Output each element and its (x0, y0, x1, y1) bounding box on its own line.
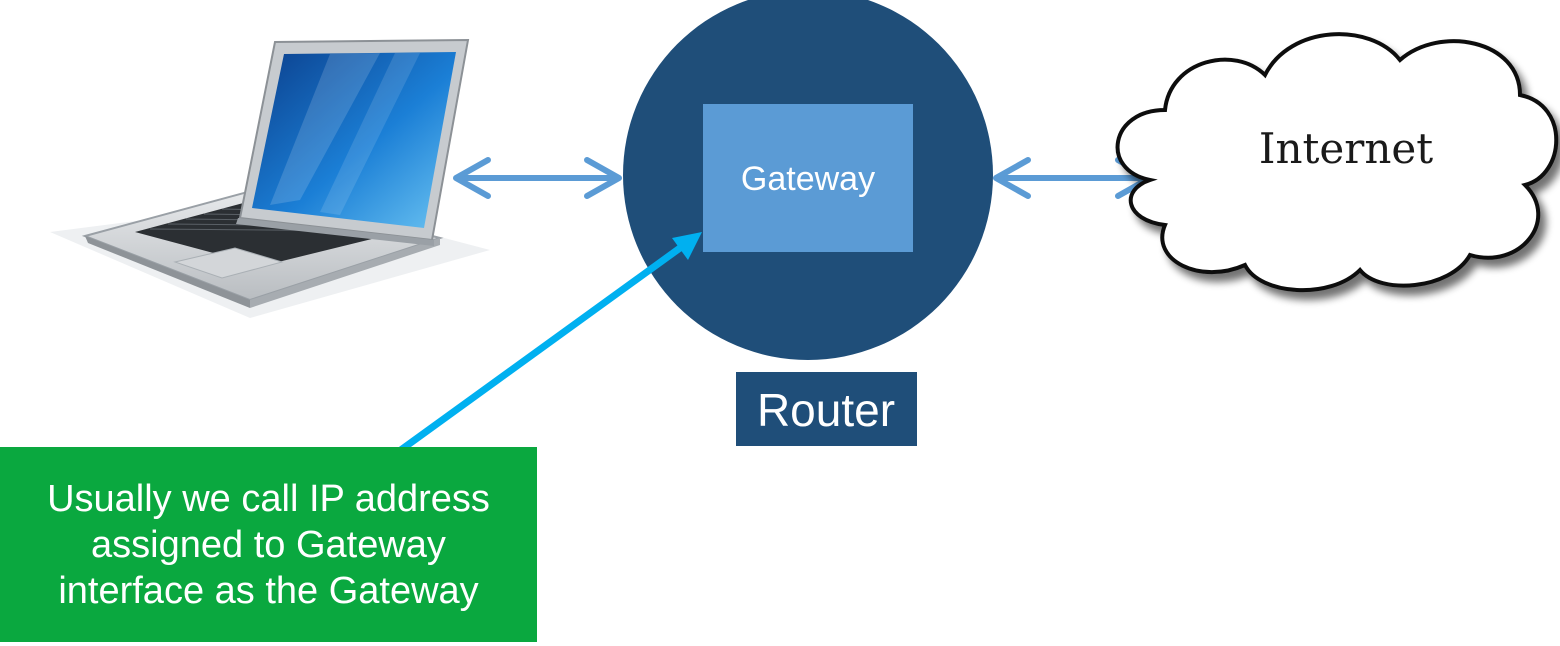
note-line: assigned to Gateway (91, 523, 446, 566)
gateway-label: Gateway (741, 160, 875, 198)
laptop-icon (50, 38, 490, 318)
cloud-icon (1115, 32, 1559, 293)
router-label-box (736, 372, 917, 446)
router-label: Router (757, 384, 895, 436)
laptop-router-link-arrow (453, 157, 622, 199)
note-line: interface as the Gateway (58, 569, 479, 612)
gateway-interface-box (703, 104, 913, 252)
internet-label: Internet (1259, 124, 1433, 173)
gateway-pointer-arrow (394, 232, 702, 456)
gateway-note-box: Usually we call IP address assigned to G… (0, 447, 537, 642)
note-line: Usually we call IP address (47, 477, 490, 520)
